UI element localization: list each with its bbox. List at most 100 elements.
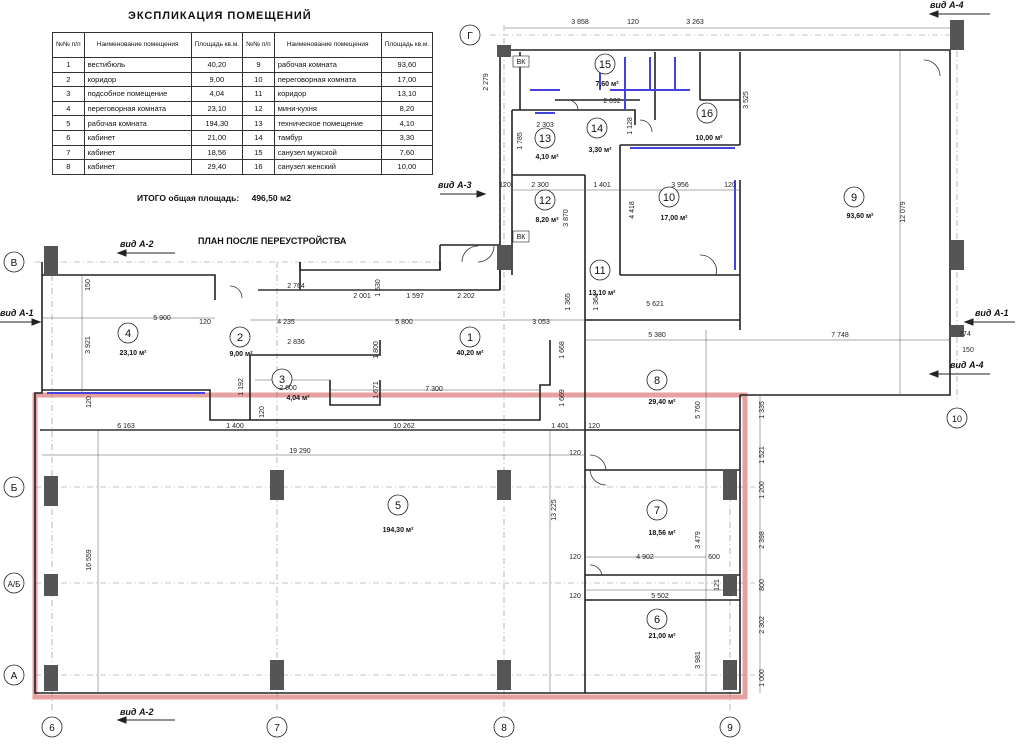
room-3-area: 4,04 м² bbox=[286, 395, 310, 402]
row-num: 7 bbox=[52, 144, 85, 161]
dim-text: 1 200 bbox=[759, 481, 766, 499]
row-num: 10 bbox=[242, 71, 275, 88]
row-name: тамбур bbox=[273, 129, 382, 146]
dim-text: 2 600 bbox=[279, 385, 297, 392]
vk-tag-top: ВК bbox=[517, 59, 527, 66]
dim-text: 3 956 bbox=[671, 182, 689, 189]
dim-text: 2 398 bbox=[759, 531, 766, 549]
row-name: подсобное помещение bbox=[83, 86, 192, 102]
dim-text: 2 092 bbox=[603, 98, 621, 105]
room-11-area: 13,10 м² bbox=[589, 290, 617, 297]
table-row: 7 кабинет 18,56 15 санузел мужской 7,60 bbox=[52, 144, 434, 161]
row-area: 8,20 bbox=[380, 100, 434, 117]
room-14-number: 14 bbox=[591, 123, 603, 135]
row-area: 29,40 bbox=[190, 159, 244, 175]
row-area: 23,10 bbox=[190, 100, 244, 117]
dim-text: 6 163 bbox=[117, 423, 135, 430]
dim-text: 19 290 bbox=[289, 448, 311, 455]
plan-title: ПЛАН ПОСЛЕ ПЕРЕУСТРОЙСТВА bbox=[198, 236, 347, 246]
dim-text: 3 981 bbox=[695, 651, 702, 669]
table-row: 8 кабинет 29,40 16 санузел женский 10,00 bbox=[52, 159, 434, 175]
facade-band bbox=[32, 392, 748, 700]
room-5-area: 194,30 м² bbox=[383, 527, 415, 534]
row-num: 15 bbox=[242, 144, 275, 161]
row-area: 40,20 bbox=[190, 57, 244, 73]
row-name: техническое помещение bbox=[273, 115, 382, 131]
room-15-area: 7,60 м² bbox=[595, 81, 619, 88]
dim-text: 2 300 bbox=[531, 182, 549, 189]
axis-label-v: В bbox=[11, 258, 18, 269]
vk-box-top bbox=[512, 55, 530, 68]
dim-text: 4 902 bbox=[636, 554, 654, 561]
dim-text: 1 521 bbox=[759, 446, 766, 464]
dim-text: 3 263 bbox=[686, 19, 704, 26]
row-area: 3,30 bbox=[380, 129, 434, 146]
row-area: 10,00 bbox=[380, 159, 434, 175]
room-7-area: 18,56 м² bbox=[649, 530, 677, 537]
room-16-area: 10,00 м² bbox=[696, 135, 724, 142]
room-8-area: 29,40 м² bbox=[649, 399, 677, 406]
dim-text: 5 760 bbox=[695, 401, 702, 419]
row-name: санузел женский bbox=[273, 159, 382, 175]
dim-text: 1 401 bbox=[551, 423, 569, 430]
row-name: санузел мужской bbox=[273, 144, 382, 161]
row-name: кабинет bbox=[83, 129, 192, 146]
axis-label-7: 7 bbox=[274, 723, 280, 734]
dim-text: 3 479 bbox=[695, 531, 702, 549]
room-6-area: 21,00 м² bbox=[649, 633, 677, 640]
explication-table: №№ п/п Наименование помещения Площадь кв… bbox=[52, 32, 434, 175]
dim-text: 774 bbox=[959, 331, 971, 338]
row-name: коридор bbox=[273, 86, 382, 102]
room-11-number: 11 bbox=[594, 265, 605, 277]
row-name: кабинет bbox=[83, 159, 192, 175]
row-area: 7,60 bbox=[380, 144, 434, 161]
row-name: коридор bbox=[83, 71, 192, 88]
row-num: 5 bbox=[52, 115, 85, 131]
row-area: 93,60 bbox=[380, 57, 434, 73]
dim-text: 1 400 bbox=[226, 423, 244, 430]
row-name: кабинет bbox=[83, 144, 192, 161]
row-num: 13 bbox=[242, 115, 275, 131]
dim-text: 2 279 bbox=[483, 73, 490, 91]
room-1-number: 1 bbox=[467, 332, 473, 344]
room-8-number: 8 bbox=[654, 375, 660, 387]
dim-text: 1 668 bbox=[559, 341, 566, 359]
room-9-area: 93,60 м² bbox=[847, 213, 875, 220]
row-num: 8 bbox=[52, 159, 85, 175]
dim-text: 1 671 bbox=[373, 381, 380, 399]
view-label-a4-mid: вид А-4 bbox=[950, 360, 984, 370]
dim-text: 120 bbox=[569, 554, 581, 561]
room-9-number: 9 bbox=[851, 192, 857, 204]
dim-text: 1 597 bbox=[406, 293, 424, 300]
dim-text: 120 bbox=[569, 450, 581, 457]
dim-text: 2 302 bbox=[759, 616, 766, 634]
col-area-header: Площадь кв.м. bbox=[190, 32, 244, 58]
row-area: 18,56 bbox=[190, 144, 244, 161]
room-1-area: 40,20 м² bbox=[457, 350, 485, 357]
room-12-number: 12 bbox=[539, 195, 551, 207]
dim-text: 13 225 bbox=[551, 499, 558, 521]
dim-text: 10 262 bbox=[393, 423, 415, 430]
room-2-number: 2 bbox=[237, 332, 243, 344]
dim-text: 1 364 bbox=[593, 293, 600, 311]
row-area: 9,00 bbox=[190, 71, 244, 88]
dim-text: 2 764 bbox=[287, 283, 305, 290]
row-area: 13,10 bbox=[380, 86, 434, 102]
table-row: 5 рабочая комната 194,30 13 техническое … bbox=[52, 115, 434, 131]
room-16-number: 16 bbox=[701, 108, 713, 120]
table-row: 6 кабинет 21,00 14 тамбур 3,30 bbox=[52, 129, 434, 146]
dim-text: 7 300 bbox=[425, 386, 443, 393]
explication-total: ИТОГО общая площадь: 496,50 м2 bbox=[137, 193, 291, 203]
dim-text: 1 128 bbox=[627, 117, 634, 135]
columns bbox=[44, 20, 964, 691]
dim-text: 16 559 bbox=[86, 549, 93, 571]
room-13-area: 4,10 м² bbox=[535, 154, 559, 161]
view-label-a4-top: вид А-4 bbox=[930, 0, 964, 10]
dim-text: 1 335 bbox=[759, 401, 766, 419]
dim-text: 1 365 bbox=[565, 293, 572, 311]
dim-text: 1 530 bbox=[375, 279, 382, 297]
dim-text: 1 000 bbox=[759, 669, 766, 687]
dim-text: 5 621 bbox=[646, 301, 664, 308]
dim-text: 1 669 bbox=[559, 389, 566, 407]
dim-text: 120 bbox=[724, 182, 736, 189]
